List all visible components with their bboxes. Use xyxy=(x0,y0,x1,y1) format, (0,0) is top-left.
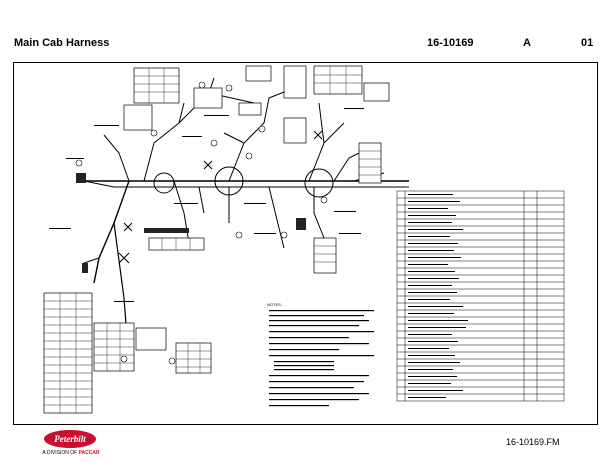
drawing-frame: NOTES: xyxy=(13,62,598,425)
notes-heading: NOTES: xyxy=(267,302,282,307)
peterbilt-logo: Peterbilt A DIVISION OF PACCAR xyxy=(40,430,102,462)
sheet-number: 01 xyxy=(581,37,594,49)
logo-tagline: A DIVISION OF PACCAR xyxy=(42,450,100,456)
part-number: 16-10169 xyxy=(427,37,474,49)
revision: A xyxy=(523,37,531,49)
wiring-diagram: NOTES: xyxy=(43,65,565,414)
page-title: Main Cab Harness xyxy=(14,37,110,49)
file-name: 16-10169.FM xyxy=(506,437,560,447)
logo-brand: Peterbilt xyxy=(44,430,96,448)
